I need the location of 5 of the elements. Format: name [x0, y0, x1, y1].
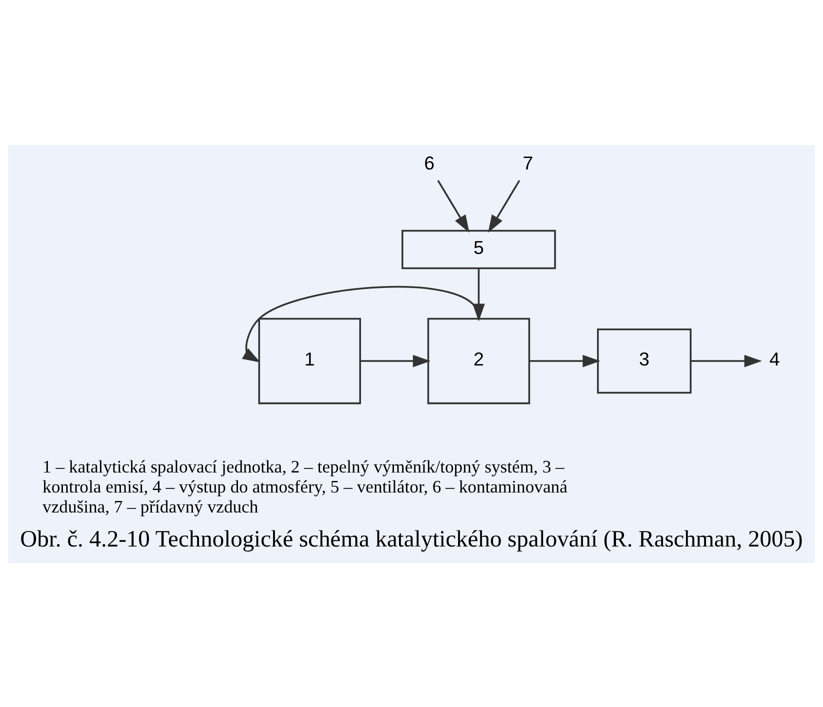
node-text: 7 [522, 152, 534, 173]
caption: Obr. č. 4.2-10 Technologické schéma katalytického spalování (R. Raschman, 2005) [20, 526, 803, 552]
node-text: 4 [769, 348, 780, 370]
node-text: 6 [424, 152, 435, 173]
label: 1 – katalytická spalovací jednotka, 2 – tepelný výměník/topný systém, 3 – kontrola emisí, 4 – výstup do atmosféry, 5 – ventilátor, 6 – kontaminovaná vzdušina, 7 – přídavný vzduch [42, 456, 568, 516]
